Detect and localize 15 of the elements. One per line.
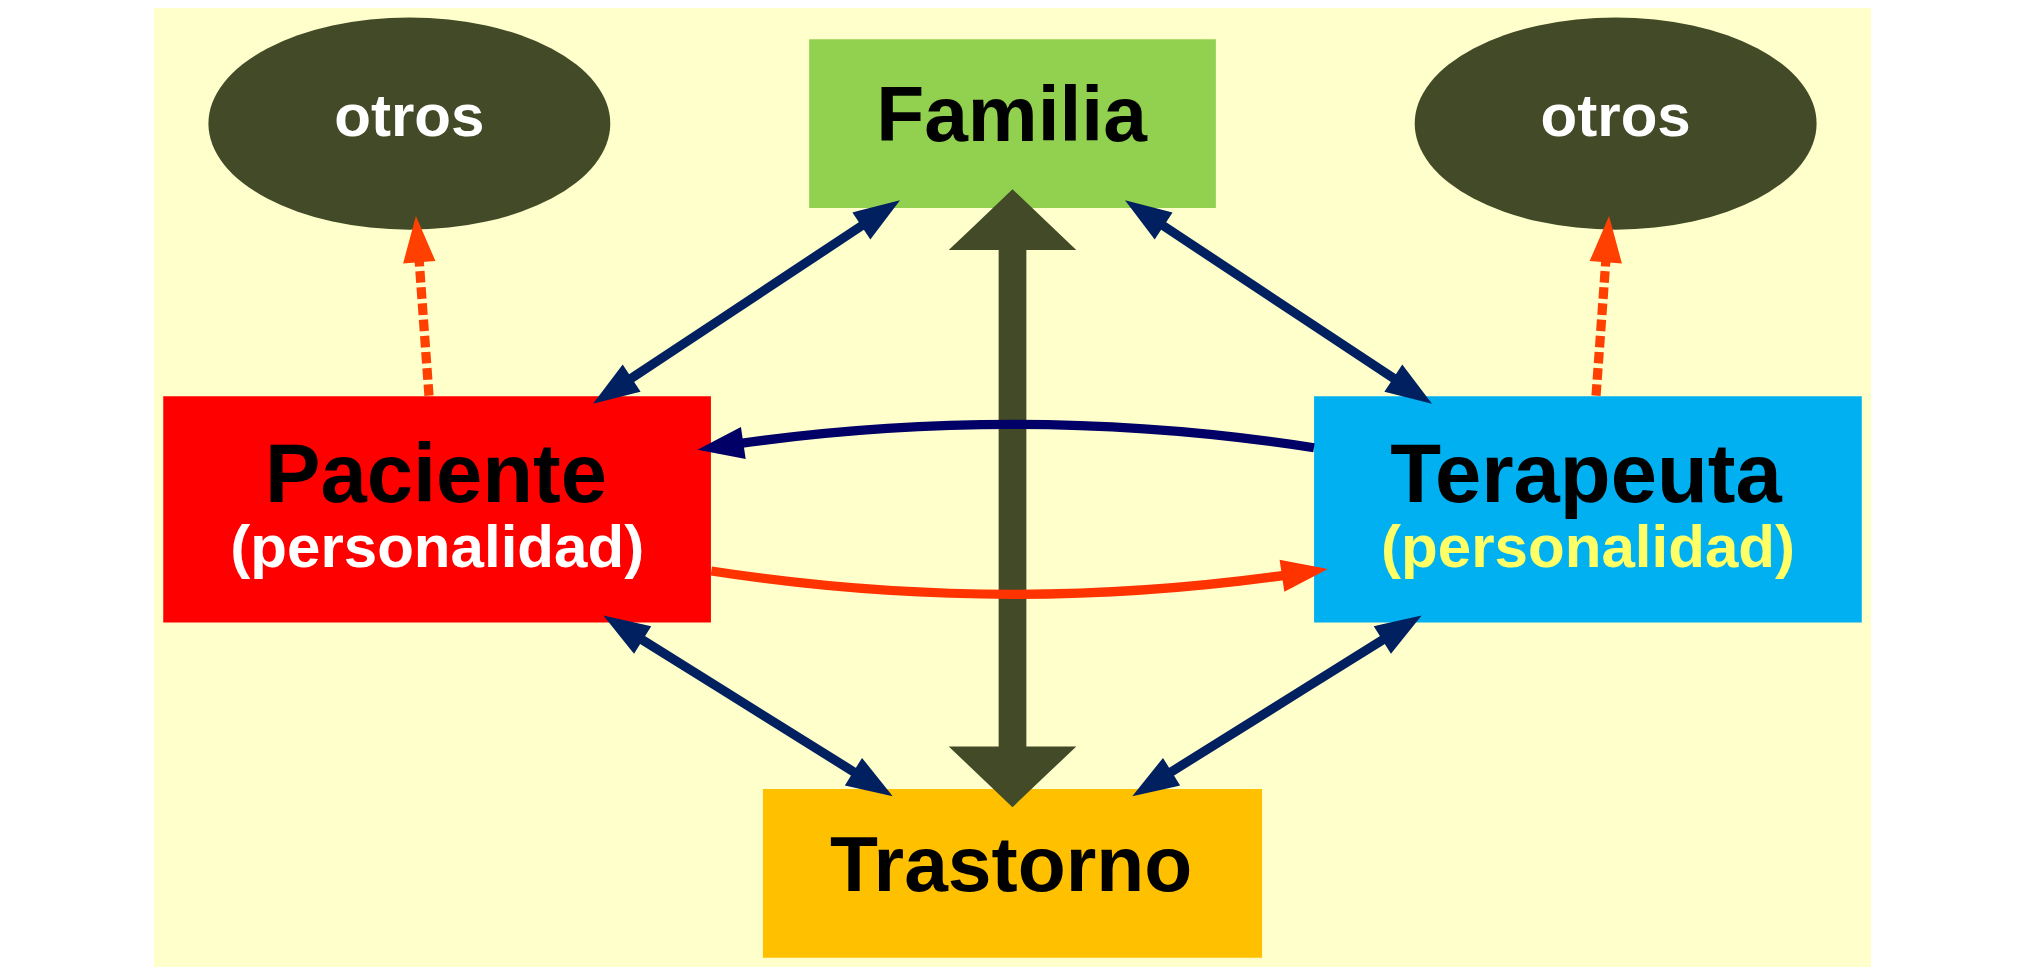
- arrow: [710, 559, 1328, 599]
- node-ellipse: otros: [1414, 17, 1817, 230]
- arrow: [696, 419, 1315, 459]
- arrow: [1124, 200, 1432, 404]
- arrow: [1131, 615, 1422, 797]
- node-box: Trastorno: [762, 789, 1262, 958]
- node-box: Familia: [808, 39, 1216, 208]
- node-box: Paciente (personalidad): [162, 396, 711, 623]
- arrow: [592, 200, 900, 404]
- arrow: [948, 189, 1076, 808]
- node-ellipse: otros: [207, 17, 610, 230]
- arrow: [1589, 216, 1622, 396]
- arrow: [602, 615, 893, 797]
- arrow: [402, 216, 435, 396]
- node-box: Terapeuta (personalidad): [1313, 396, 1862, 623]
